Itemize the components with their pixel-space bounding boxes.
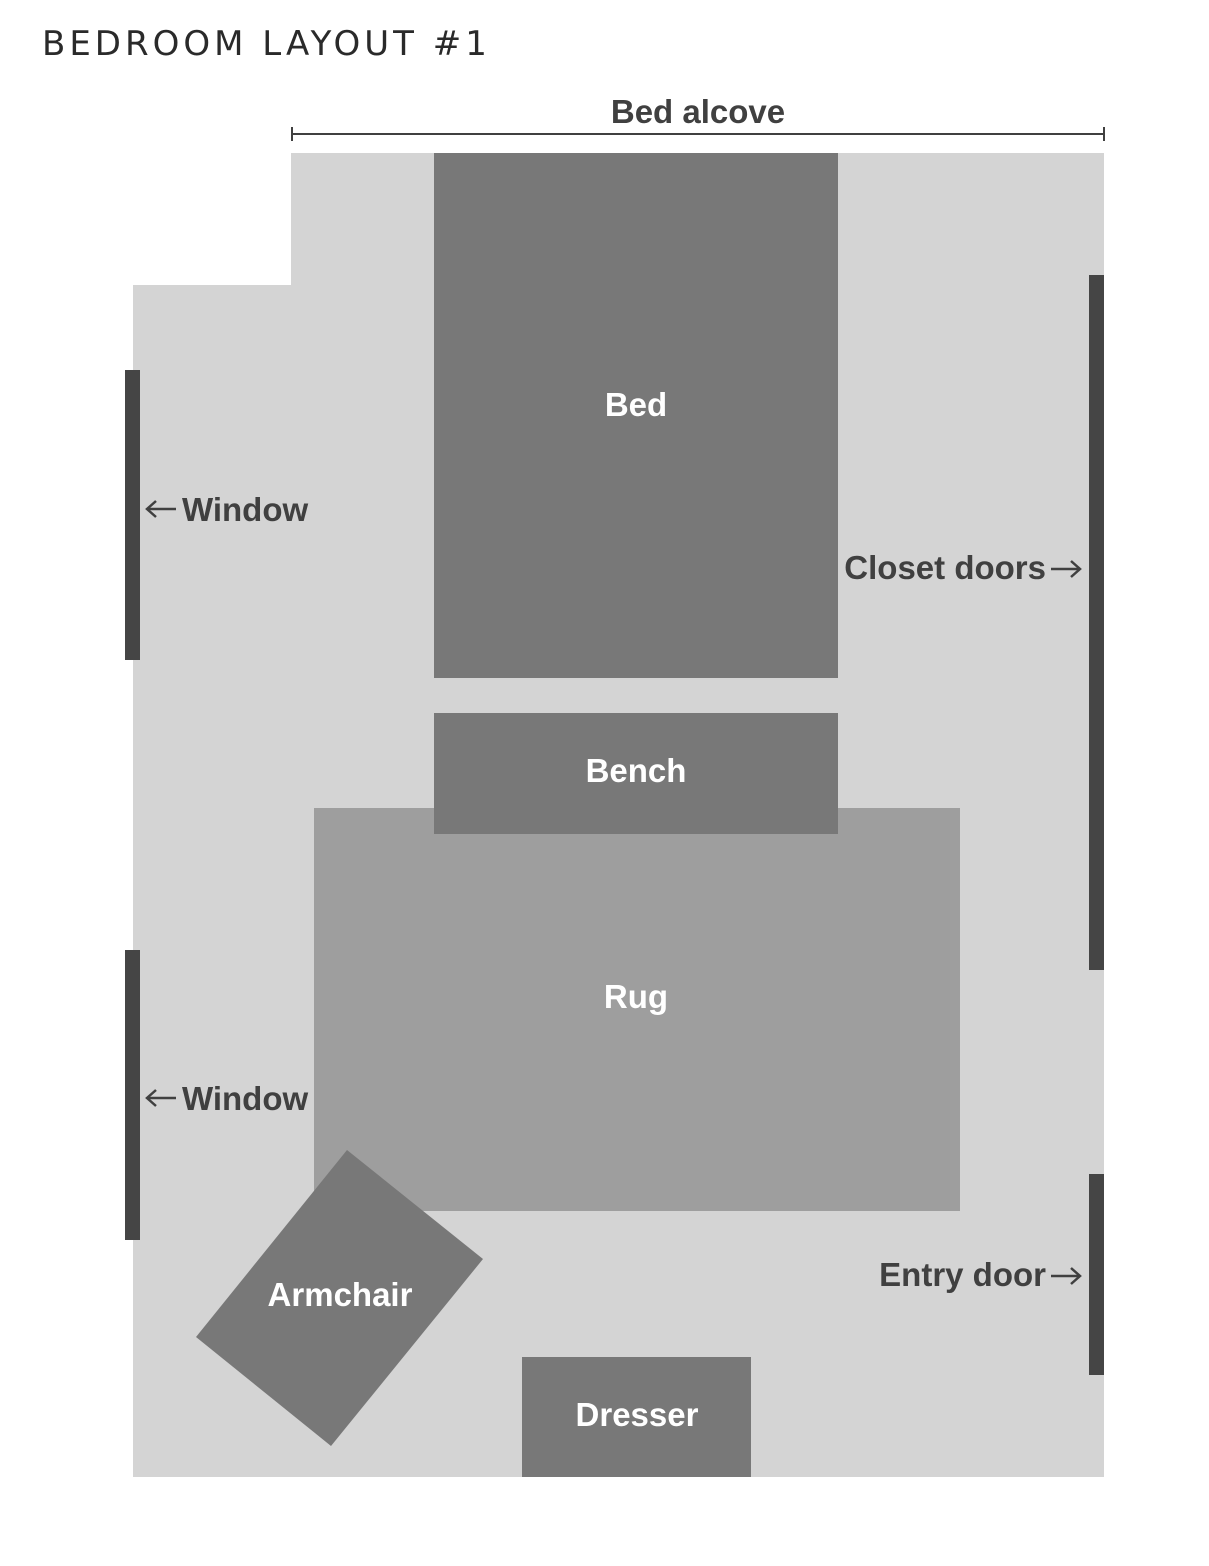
window-upper bbox=[125, 370, 140, 660]
rug bbox=[314, 808, 960, 1211]
arrow-left-icon bbox=[145, 1089, 176, 1107]
bed-alcove-label: Bed alcove bbox=[611, 93, 785, 130]
arrow-right-icon bbox=[1051, 1267, 1082, 1285]
entry-door-label: Entry door bbox=[879, 1256, 1046, 1293]
window-lower bbox=[125, 950, 140, 1240]
bed-label: Bed bbox=[605, 386, 667, 423]
window-lower-label: Window bbox=[182, 1080, 308, 1117]
arrow-left-icon bbox=[145, 500, 176, 518]
armchair bbox=[196, 1150, 483, 1446]
dresser bbox=[522, 1357, 751, 1477]
bench-label: Bench bbox=[586, 752, 687, 789]
rug-label: Rug bbox=[604, 978, 668, 1015]
arrow-right-icon bbox=[1051, 560, 1082, 578]
bench bbox=[434, 713, 838, 834]
armchair-label: Armchair bbox=[268, 1276, 413, 1313]
closet-doors-label: Closet doors bbox=[844, 549, 1046, 586]
window-upper-label: Window bbox=[182, 491, 308, 528]
dresser-label: Dresser bbox=[576, 1396, 699, 1433]
entry-door bbox=[1089, 1174, 1104, 1375]
bed-alcove-dimension bbox=[291, 127, 1105, 141]
closet-doors bbox=[1089, 275, 1104, 970]
page-title: BEDROOM LAYOUT #1 bbox=[42, 24, 491, 64]
bed bbox=[434, 153, 838, 678]
